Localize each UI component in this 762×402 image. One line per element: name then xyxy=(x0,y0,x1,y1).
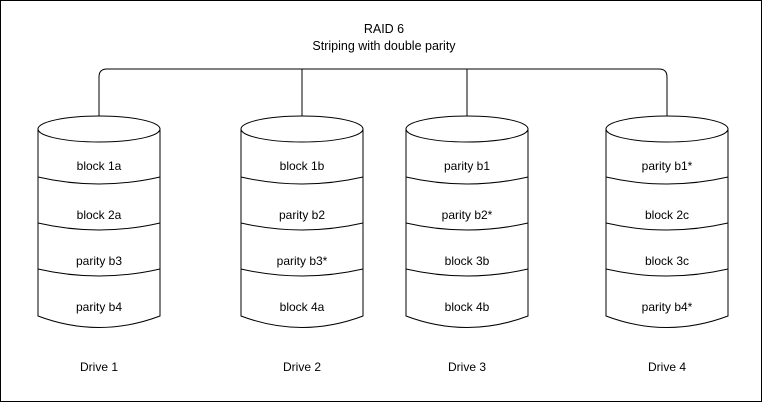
drive-1-cell-1-label: block 1a xyxy=(77,159,122,173)
drive-2-divider-3 xyxy=(240,268,364,277)
drive-4-cylinder-top xyxy=(605,115,729,143)
drive-3-cell-2-label: parity b2* xyxy=(442,208,493,222)
drive-3-divider-2 xyxy=(405,222,529,231)
drive-3-divider-3 xyxy=(405,268,529,277)
drive-1-cylinder-body xyxy=(37,128,161,328)
drive-2-cell-4-label: block 4a xyxy=(280,300,325,314)
drive-4-label: Drive 4 xyxy=(648,360,686,374)
drive-1-cell-4-label: parity b4 xyxy=(76,300,122,314)
connector-bracket xyxy=(98,68,668,129)
drive-2-cell-1-label: block 1b xyxy=(280,159,325,173)
drive-3-cylinder-body xyxy=(405,128,529,328)
drive-2[interactable]: block 1b parity b2 parity b3* block 4a D… xyxy=(240,115,364,374)
diagram-subtitle-line2: Striping with double parity xyxy=(312,39,456,53)
drive-3-divider-1 xyxy=(405,176,529,185)
drive-2-divider-2 xyxy=(240,222,364,231)
drive-4-divider-2 xyxy=(605,222,729,231)
drive-4-cell-2-label: block 2c xyxy=(645,208,689,222)
drive-1-cell-2-label: block 2a xyxy=(77,208,122,222)
diagram-title-line1: RAID 6 xyxy=(364,22,404,36)
drive-1-cell-3-label: parity b3 xyxy=(76,254,122,268)
drive-2-cylinder-top xyxy=(240,115,364,143)
drive-3-cell-1-label: parity b1 xyxy=(444,159,490,173)
drive-3-cylinder-top xyxy=(405,115,529,143)
drive-4[interactable]: parity b1* block 2c block 3c parity b4* … xyxy=(605,115,729,374)
drive-4-divider-3 xyxy=(605,268,729,277)
drive-2-cylinder-body xyxy=(240,128,364,328)
drive-1-label: Drive 1 xyxy=(80,360,118,374)
drive-3-label: Drive 3 xyxy=(448,360,486,374)
drive-4-cell-1-label: parity b1* xyxy=(642,159,693,173)
drive-2-cell-2-label: parity b2 xyxy=(279,208,325,222)
drive-1-divider-2 xyxy=(37,222,161,231)
drive-3-cell-4-label: block 4b xyxy=(445,300,490,314)
drive-1-divider-3 xyxy=(37,268,161,277)
drive-2-label: Drive 2 xyxy=(283,360,321,374)
drive-1-divider-1 xyxy=(37,176,161,185)
drive-2-divider-1 xyxy=(240,176,364,185)
drive-4-cylinder-body xyxy=(605,128,729,328)
drive-3-cell-3-label: block 3b xyxy=(445,254,490,268)
drive-4-cell-3-label: block 3c xyxy=(645,254,689,268)
drive-4-cell-4-label: parity b4* xyxy=(642,300,693,314)
drive-4-divider-1 xyxy=(605,176,729,185)
drive-3[interactable]: parity b1 parity b2* block 3b block 4b D… xyxy=(405,115,529,374)
drive-2-cell-3-label: parity b3* xyxy=(277,254,328,268)
drive-1-cylinder-top xyxy=(37,115,161,143)
drive-1[interactable]: block 1a block 2a parity b3 parity b4 Dr… xyxy=(37,115,161,374)
